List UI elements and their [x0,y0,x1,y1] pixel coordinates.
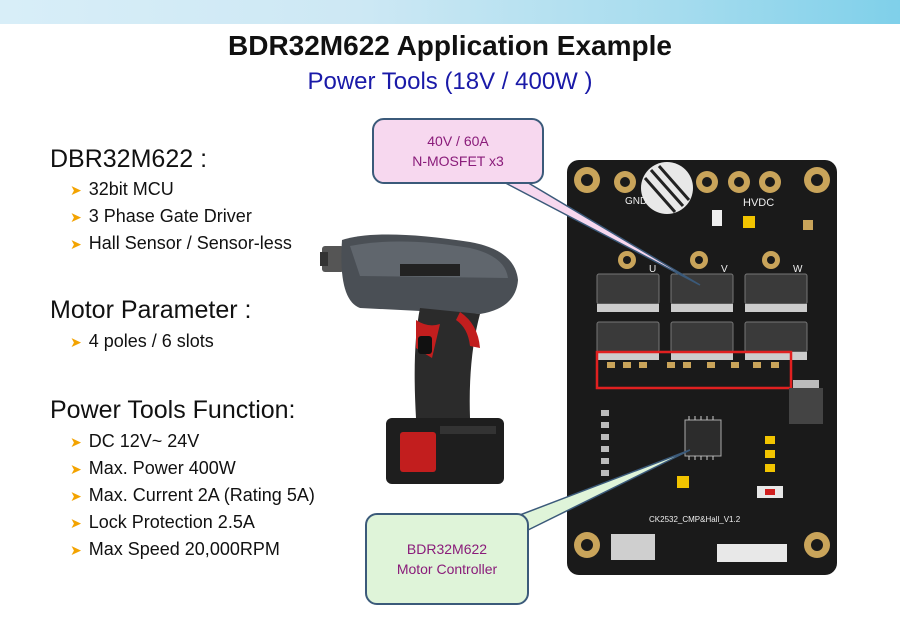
motor-controller-pcb-image: GND HVDC U V W CK2532 [567,160,837,575]
list-item: ➤Lock Protection 2.5A [70,512,255,532]
arrow-bullet-icon: ➤ [70,515,82,531]
arrow-bullet-icon: ➤ [70,236,82,252]
arrow-bullet-icon: ➤ [70,334,82,350]
arrow-bullet-icon: ➤ [70,542,82,558]
pcb-highlight-box [595,350,793,390]
chip-feature-list: ➤32bit MCU ➤3 Phase Gate Driver ➤Hall Se… [70,176,292,257]
list-item: ➤4 poles / 6 slots [70,331,214,351]
controller-callout-line1: BDR32M622 [406,541,488,557]
pcb-phase-w-label: W [793,264,803,275]
list-item: ➤32bit MCU [70,179,174,199]
impact-drill-image [320,234,518,484]
controller-callout: BDR32M622 Motor Controller [365,513,529,605]
page-title: BDR32M622 Application Example [228,30,672,61]
section-heading-chip: DBR32M622 : [50,145,208,173]
mosfet-callout-line1: 40V / 60A [427,133,489,149]
function-list: ➤DC 12V~ 24V ➤Max. Power 400W ➤Max. Curr… [70,428,315,563]
list-item: ➤3 Phase Gate Driver [70,206,252,226]
arrow-bullet-icon: ➤ [70,461,82,477]
top-gradient-bar [0,0,900,24]
controller-callout-line2: Motor Controller [396,561,498,577]
arrow-bullet-icon: ➤ [70,182,82,198]
page-subtitle: Power Tools (18V / 400W ) [307,68,593,95]
list-item: ➤Max Speed 20,000RPM [70,539,280,559]
pcb-hvdc-label: HVDC [743,197,774,209]
list-item: ➤Hall Sensor / Sensor-less [70,233,292,253]
motor-parameter-list: ➤4 poles / 6 slots [70,328,214,355]
pcb-gnd-label: GND [625,196,647,207]
list-item: ➤Max. Power 400W [70,458,236,478]
section-heading-motor: Motor Parameter : [50,296,252,324]
list-item: ➤DC 12V~ 24V [70,431,200,451]
pcb-phase-u-label: U [649,264,656,275]
mosfet-callout-line2: N-MOSFET x3 [412,153,504,169]
arrow-bullet-icon: ➤ [70,488,82,504]
list-item: ➤Max. Current 2A (Rating 5A) [70,485,315,505]
mosfet-callout: 40V / 60A N-MOSFET x3 [372,118,544,184]
arrow-bullet-icon: ➤ [70,434,82,450]
pcb-phase-v-label: V [721,264,728,275]
section-heading-function: Power Tools Function: [50,396,296,424]
pcb-board-id-label: CK2532_CMP&Hall_V1.2 [649,515,741,524]
arrow-bullet-icon: ➤ [70,209,82,225]
